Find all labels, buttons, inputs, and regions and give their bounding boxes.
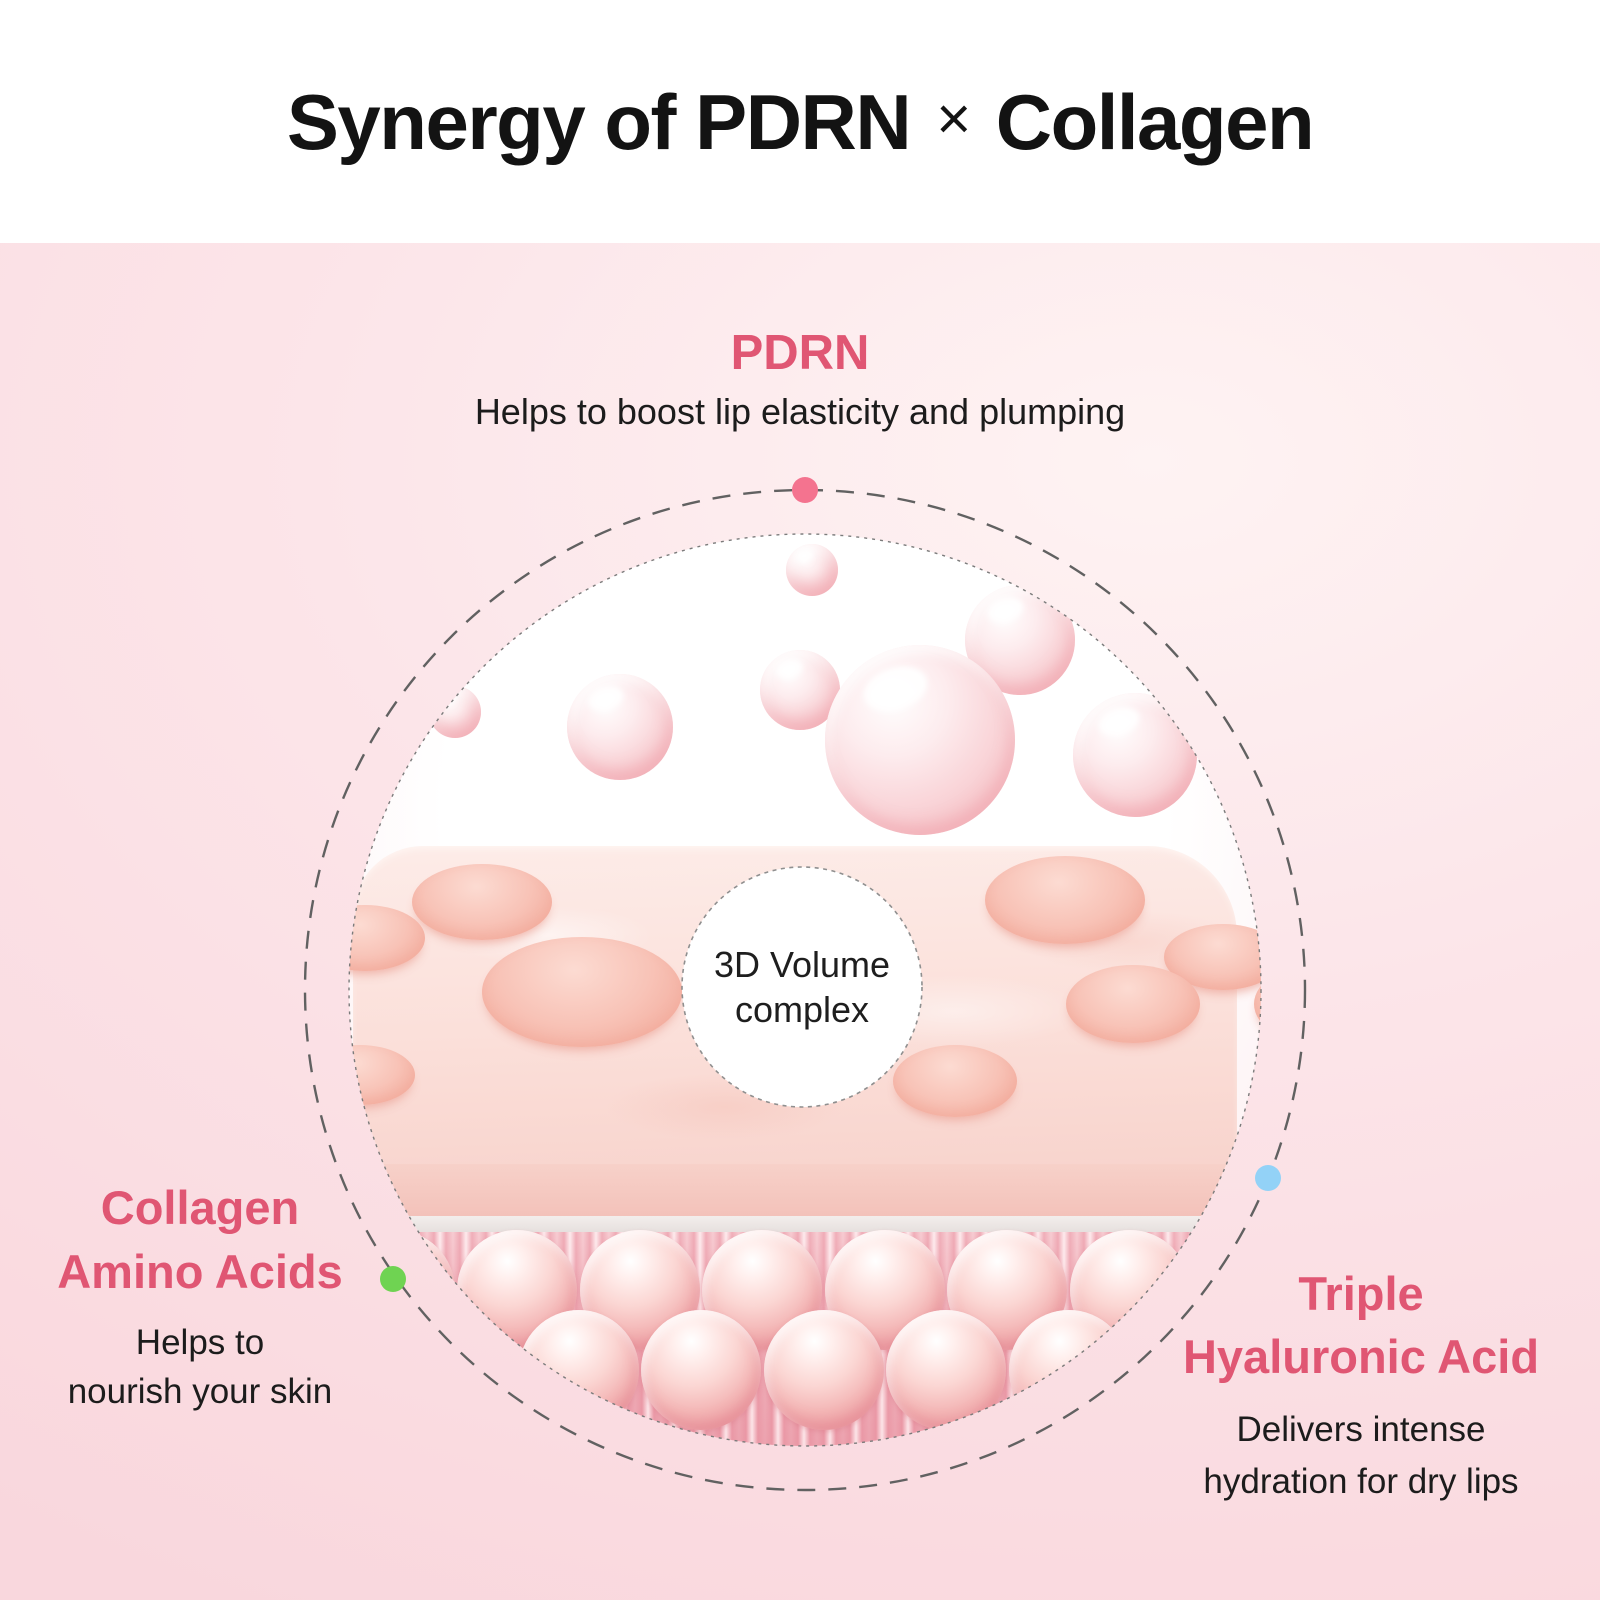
collagen-heading: Collagen Amino Acids (0, 1176, 400, 1304)
hyaluronic-heading-line1: Triple (1298, 1267, 1424, 1320)
hyaluronic-heading-line2: Hyaluronic Acid (1182, 1330, 1540, 1383)
skin-bump (412, 864, 552, 940)
collagen-sphere (641, 1310, 761, 1430)
hyaluronic-description-line2: hydration for dry lips (1203, 1462, 1519, 1501)
center-badge-line1: 3D Volume (713, 944, 891, 985)
hyaluronic-description: Delivers intense hydration for dry lips (1116, 1404, 1600, 1508)
center-badge-line2: complex (734, 989, 870, 1030)
pdrn-description: Helps to boost lip elasticity and plumpi… (474, 391, 1126, 432)
collagen-sphere (1009, 1310, 1129, 1430)
collagen-sphere (396, 1310, 516, 1430)
skin-bump (1066, 965, 1200, 1043)
collagen-sphere (886, 1310, 1006, 1430)
title-part1: Synergy of PDRN (286, 77, 912, 166)
hyaluronic-description-line1: Delivers intense (1236, 1410, 1486, 1449)
multiply-symbol: × (936, 84, 971, 152)
header: Synergy of PDRN × Collagen (0, 0, 1600, 243)
collagen-description-line1: Helps to (135, 1323, 265, 1362)
collagen-description: Helps to nourish your skin (0, 1318, 400, 1416)
pdrn-heading: PDRN (730, 326, 870, 380)
serum-bubble (429, 686, 481, 738)
serum-bubble (567, 674, 673, 780)
serum-bubble (825, 645, 1015, 835)
title-part2: Collagen (995, 77, 1315, 166)
center-badge: 3D Volume complex (682, 867, 922, 1107)
epidermis-band (349, 1164, 1261, 1216)
collagen-sphere (764, 1310, 884, 1430)
skin-bump (482, 937, 682, 1047)
collagen-description-line2: nourish your skin (67, 1372, 333, 1411)
hyaluronic-heading: Triple Hyaluronic Acid (1116, 1262, 1600, 1388)
skin-bump (349, 1045, 415, 1105)
pdrn-callout: PDRN Helps to boost lip elasticity and p… (0, 326, 1600, 432)
page-title: Synergy of PDRN × Collagen (286, 77, 1315, 166)
skin-bump (349, 905, 425, 971)
collagen-heading-line1: Collagen (100, 1181, 300, 1234)
skin-bump (893, 1045, 1017, 1117)
collagen-callout: Collagen Amino Acids Helps to nourish yo… (0, 1176, 400, 1416)
hyaluronic-callout: Triple Hyaluronic Acid Delivers intense … (1116, 1262, 1600, 1508)
collagen-heading-line2: Amino Acids (57, 1245, 343, 1298)
serum-bubble (1073, 693, 1197, 817)
collagen-sphere (519, 1310, 639, 1430)
serum-bubble (786, 544, 838, 596)
skin-bump (985, 856, 1145, 944)
